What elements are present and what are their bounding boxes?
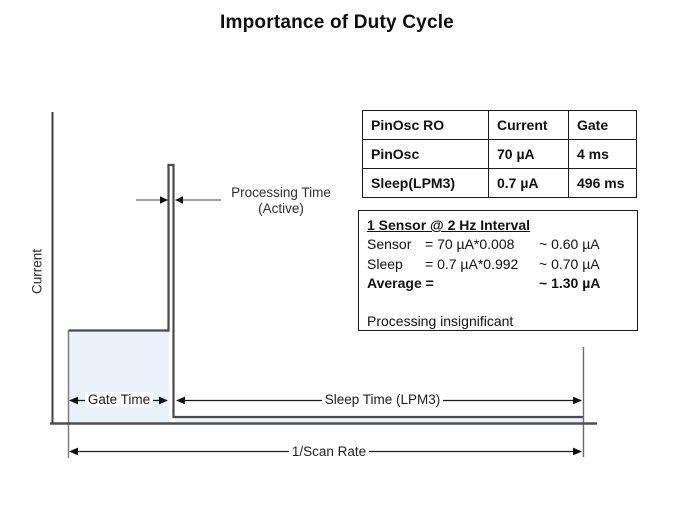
- calc-sleep-label: Sleep: [367, 255, 403, 272]
- specs-col-header-gate: Gate: [568, 110, 637, 140]
- cell-pinosc-name: PinOsc: [362, 139, 489, 169]
- cell-sleep-current: 0.7 µA: [488, 168, 569, 198]
- table-row-pinosc: PinOsc 70 µA 4 ms: [362, 139, 637, 169]
- scan-rate-dim-head-left: [69, 447, 78, 456]
- current-waveform: [68, 163, 583, 419]
- scan-rate-dim-head-right: [573, 447, 582, 456]
- calc-row-sleep: Sleep = 0.7 µA*0.992 ~ 0.70 µA: [367, 255, 631, 275]
- cell-sleep-name: Sleep(LPM3): [362, 168, 489, 198]
- sleep-time-label: Sleep Time (LPM3): [300, 392, 465, 407]
- y-axis-label: Current: [29, 249, 45, 295]
- calc-sleep-result: ~ 0.70 µA: [539, 255, 600, 272]
- sleep-region-fill: [175, 418, 583, 423]
- scan-rate-label: 1/Scan Rate: [255, 444, 403, 459]
- processing-arrow-left-head: [160, 196, 168, 204]
- gate-time-dim-head-left: [69, 396, 78, 405]
- processing-time-label-line2: (Active): [258, 201, 304, 216]
- gate-time-label-text: Gate Time: [84, 392, 154, 407]
- processing-time-label-line1: Processing Time: [231, 185, 331, 200]
- gate-time-dim-head-right: [159, 396, 168, 405]
- calc-sensor-label: Sensor: [367, 236, 412, 252]
- processing-time-label: Processing Time (Active): [222, 185, 340, 217]
- sleep-time-dim-head-left: [176, 396, 185, 405]
- calculation-box: 1 Sensor @ 2 Hz Interval Sensor = 70 µA*…: [358, 210, 638, 331]
- specs-table-header-row: PinOsc RO Current Gate: [362, 110, 637, 140]
- sleep-time-label-text: Sleep Time (LPM3): [321, 392, 444, 407]
- gate-region-fill: [69, 331, 169, 423]
- calc-average-value: ~ 1.30 µA: [539, 275, 601, 291]
- calc-sleep-expr: = 0.7 µA*0.992: [425, 255, 519, 272]
- calc-sensor-result: ~ 0.60 µA: [539, 236, 600, 252]
- cell-pinosc-gate: 4 ms: [568, 139, 637, 169]
- calc-sensor-expr: = 70 µA*0.008: [425, 236, 515, 252]
- cell-pinosc-current: 70 µA: [488, 139, 569, 169]
- calc-average-label: Average =: [367, 275, 434, 291]
- sleep-time-dim-head-right: [573, 396, 582, 405]
- calc-note: Processing insignificant: [367, 312, 514, 329]
- processing-arrow-right-head: [175, 196, 183, 204]
- page-title: Importance of Duty Cycle: [220, 12, 454, 33]
- specs-col-header-name: PinOsc RO: [362, 110, 489, 140]
- calc-heading: 1 Sensor @ 2 Hz Interval: [367, 217, 531, 233]
- scan-rate-label-text: 1/Scan Rate: [288, 444, 370, 459]
- table-row-sleep: Sleep(LPM3) 0.7 µA 496 ms: [362, 168, 637, 198]
- calc-row-sensor: Sensor = 70 µA*0.008 ~ 0.60 µA: [367, 235, 631, 255]
- cell-sleep-gate: 496 ms: [568, 168, 637, 198]
- specs-table: PinOsc RO Current Gate PinOsc 70 µA 4 ms…: [362, 110, 637, 198]
- gate-time-label: Gate Time: [74, 392, 164, 407]
- specs-col-header-current: Current: [488, 110, 569, 140]
- calc-row-average: Average = ~ 1.30 µA: [367, 274, 631, 294]
